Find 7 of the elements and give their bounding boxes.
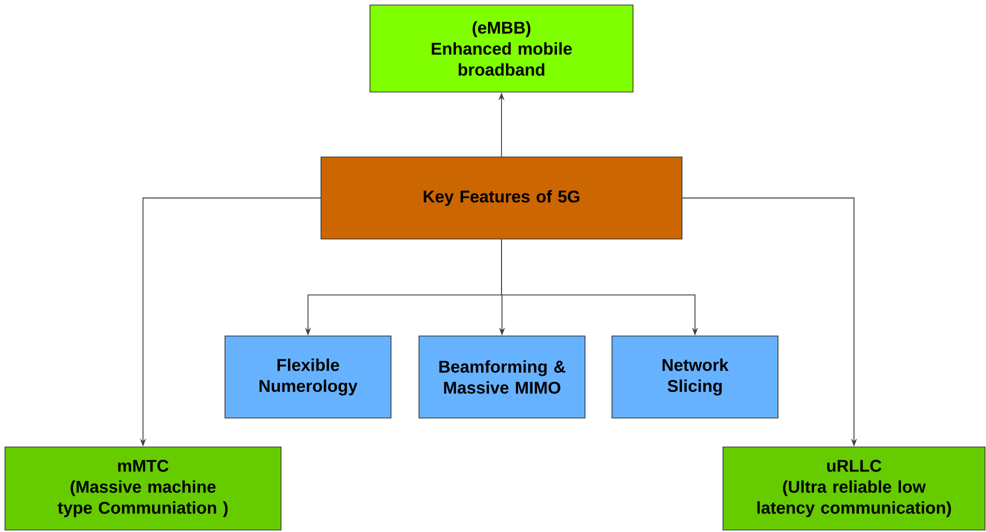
category-box: mMTC (Massive machine type Communiation ) xyxy=(4,446,282,530)
feature-box: Flexible Numerology xyxy=(224,336,392,418)
category-box: (eMBB) Enhanced mobile broadband xyxy=(370,4,634,92)
category-box: uRLLC (Ultra reliable low latency communication) xyxy=(722,446,986,530)
feature-box: Network Slicing xyxy=(612,336,778,418)
central-box: Key Features of 5G xyxy=(320,156,682,240)
feature-box: Beamforming & Massive MIMO xyxy=(418,336,586,418)
